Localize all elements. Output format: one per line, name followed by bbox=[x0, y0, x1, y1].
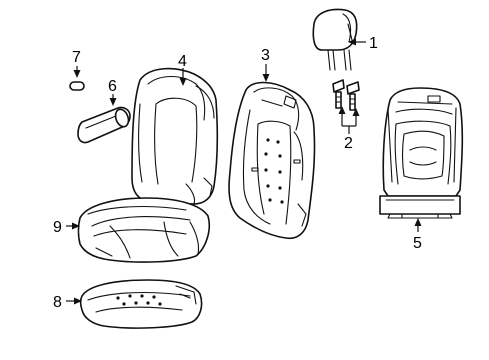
headrest-guide-part bbox=[332, 79, 360, 111]
callout-7: 7 bbox=[72, 49, 81, 66]
callout-1: 1 bbox=[369, 35, 378, 52]
callout-9: 9 bbox=[53, 219, 62, 236]
callout-6: 6 bbox=[108, 78, 117, 95]
seat-cushion-pad-part bbox=[79, 279, 203, 329]
callout-2: 2 bbox=[344, 135, 353, 152]
seatback-frame-part bbox=[379, 87, 464, 219]
callout-4: 4 bbox=[178, 53, 187, 70]
seat-cushion-cover-part bbox=[77, 197, 211, 263]
callout-3: 3 bbox=[261, 47, 270, 64]
armrest-part bbox=[77, 106, 131, 144]
callout-labels: 1 2 3 4 5 6 7 8 9 bbox=[53, 35, 422, 311]
seatback-cushion-part bbox=[131, 67, 219, 205]
bushing-part bbox=[69, 81, 85, 91]
callout-8: 8 bbox=[53, 294, 62, 311]
seatback-cover-part bbox=[228, 81, 316, 240]
headrest-part bbox=[312, 8, 358, 71]
callout-5: 5 bbox=[413, 235, 422, 252]
leader-lines bbox=[66, 38, 422, 305]
